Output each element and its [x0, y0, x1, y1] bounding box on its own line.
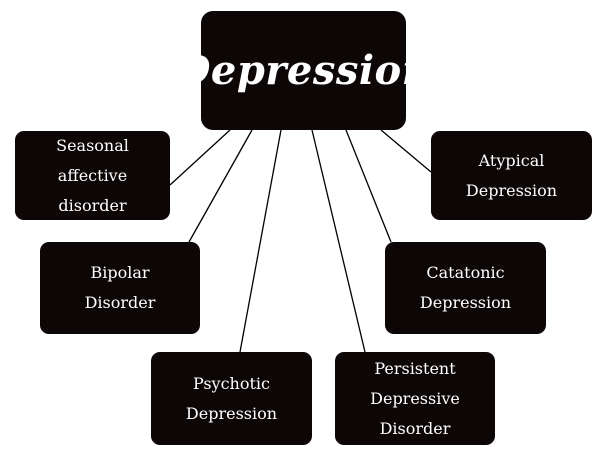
connector-psychotic — [239, 129, 282, 353]
node-label: Psychotic Depression — [185, 373, 278, 423]
root-node-label: Depression — [175, 46, 432, 94]
root-node-depression: Depression — [176, 11, 431, 130]
connector-persistent — [311, 129, 366, 353]
node-label: Persistent Depressive Disorder — [370, 358, 460, 438]
node-persistent-depressive-disorder: Persistent Depressive Disorder — [335, 352, 495, 445]
node-atypical-depression: Atypical Depression — [431, 131, 592, 220]
node-label: Bipolar Disorder — [84, 263, 156, 312]
node-catatonic-depression: Catatonic Depression — [385, 242, 546, 334]
node-psychotic-depression: Psychotic Depression — [151, 352, 312, 445]
node-bipolar-disorder: Bipolar Disorder — [40, 242, 200, 334]
connector-atypical — [380, 129, 432, 173]
node-label: Atypical Depression — [465, 150, 558, 200]
connector-catatonic — [345, 129, 392, 243]
node-label: Catatonic Depression — [419, 263, 512, 312]
node-label: Seasonal affective disorder — [56, 135, 129, 215]
connector-bipolar — [188, 129, 253, 243]
node-seasonal-affective-disorder: Seasonal affective disorder — [15, 131, 170, 220]
connector-seasonal — [169, 129, 231, 186]
